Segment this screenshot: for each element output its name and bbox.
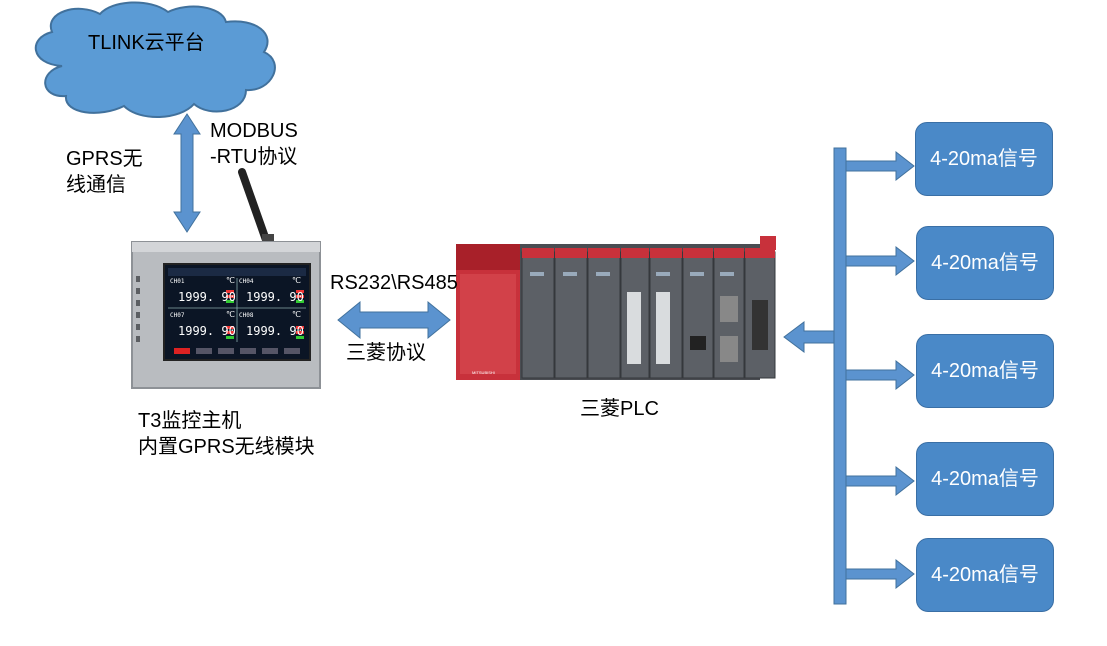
bus-to-plc-arrow <box>783 321 837 353</box>
serial-double-arrow <box>337 300 451 340</box>
t3-device <box>131 168 321 389</box>
serial-interface-label: RS232\RS485 <box>330 272 458 294</box>
plc-brand-text: MITSUBISHI <box>472 370 495 375</box>
t3-host-label: T3监控主机 内置GPRS无线模块 <box>138 408 315 460</box>
screen-reading-4: 1999. 90 <box>246 324 304 338</box>
serial-protocol-label: 三菱协议 <box>346 342 426 364</box>
plc-rack <box>456 236 776 380</box>
screen-channel-3: CH07 <box>170 312 185 319</box>
cloud-shape <box>34 1 276 118</box>
screen-reading-3: 1999. 90 <box>178 324 236 338</box>
screen-unit-1: ℃ <box>226 276 235 285</box>
bus-branch-arrows <box>845 150 915 590</box>
signal-box-4: 4-20ma信号 <box>916 442 1054 516</box>
signal-box-5: 4-20ma信号 <box>916 538 1054 612</box>
screen-unit-3: ℃ <box>226 310 235 319</box>
modbus-label-line1: MODBUS <box>210 120 298 142</box>
screen-channel-2: CH04 <box>239 278 254 285</box>
screen-unit-2: ℃ <box>292 276 301 285</box>
modbus-label-line2: -RTU协议 <box>210 146 298 168</box>
screen-reading-1: 1999. 90 <box>178 290 236 304</box>
screen-unit-4: ℃ <box>292 310 301 319</box>
signal-box-label: 4-20ma信号 <box>931 252 1039 274</box>
gprs-label-line1: GPRS无 <box>66 148 143 170</box>
signal-box-label: 4-20ma信号 <box>931 468 1039 490</box>
signal-box-label: 4-20ma信号 <box>931 564 1039 586</box>
screen-channel-4: CH08 <box>239 312 254 319</box>
t3-host-label-line2: 内置GPRS无线模块 <box>138 436 315 458</box>
cloud-label: TLINK云平台 <box>88 32 205 54</box>
signal-box-3: 4-20ma信号 <box>916 334 1054 408</box>
t3-screen-text: CH01 CH04 CH07 CH08 ℃ ℃ ℃ ℃ 1999. 90 199… <box>168 276 306 344</box>
t3-host-label-line1: T3监控主机 <box>138 410 242 432</box>
signal-box-label: 4-20ma信号 <box>930 148 1038 170</box>
plc-label: 三菱PLC <box>580 398 659 420</box>
signal-box-label: 4-20ma信号 <box>931 360 1039 382</box>
signal-box-1: 4-20ma信号 <box>915 122 1053 196</box>
gprs-label: GPRS无 线通信 <box>66 146 143 198</box>
signal-box-2: 4-20ma信号 <box>916 226 1054 300</box>
modbus-label: MODBUS -RTU协议 <box>210 118 298 170</box>
gprs-double-arrow <box>173 113 201 233</box>
screen-channel-1: CH01 <box>170 278 185 285</box>
signal-bus <box>833 147 847 605</box>
screen-reading-2: 1999. 90 <box>246 290 304 304</box>
gprs-label-line2: 线通信 <box>66 174 126 196</box>
